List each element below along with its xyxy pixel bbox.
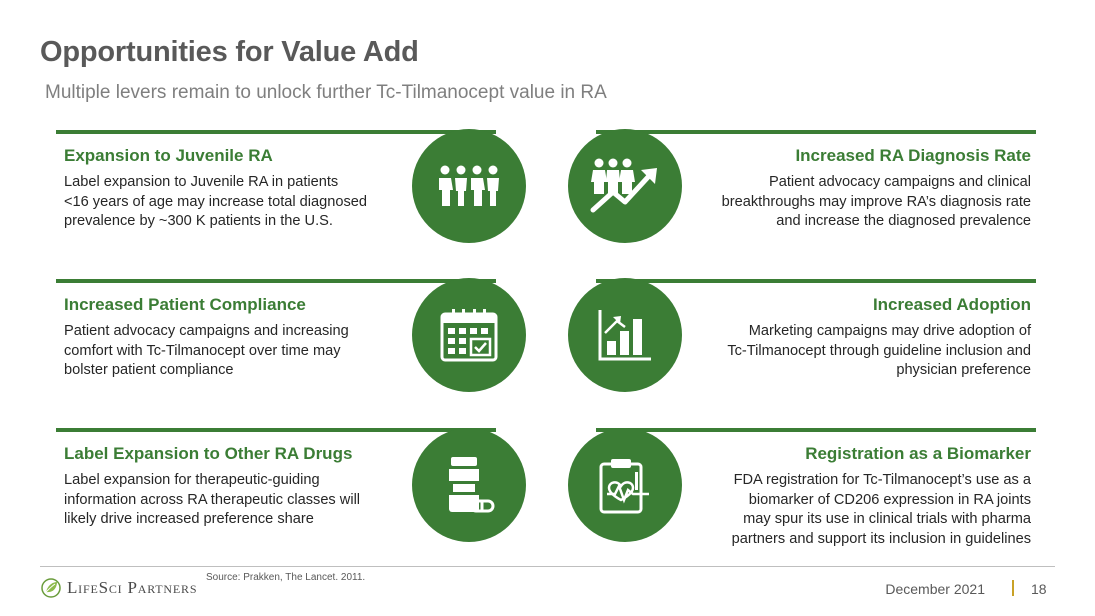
card-body: FDA registration for Tc-Tilmanocept’s us… [732,471,1031,549]
card-body: Patient advocacy campaigns and increasin… [64,322,349,381]
card-patient-compliance: Increased Patient Compliance Patient adv… [56,279,496,399]
card-body-line: FDA registration for Tc-Tilmanocept’s us… [733,472,1031,488]
card-accent-bar [56,130,496,134]
card-body-line: Tc-Tilmanocept through guideline inclusi… [727,342,1031,359]
card-accent-bar [56,279,496,283]
card-juvenile-ra: Expansion to Juvenile RA Label expansion… [56,130,496,250]
clipboard-heartbeat-icon [568,428,682,542]
leaf-logo-icon [41,578,61,598]
card-body-line: Label expansion to Juvenile RA in patien… [64,174,339,190]
medicine-bottle-icon [412,428,526,542]
source-note: Source: Prakken, The Lancet. 2011. [206,572,366,583]
card-biomarker-registration: Registration as a Biomarker FDA registra… [596,428,1036,553]
card-body-line: <16 years of age may increase total diag… [64,193,368,210]
card-body: Patient advocacy campaigns and clinical … [722,173,1031,232]
family-group-icon [412,129,526,243]
bar-chart-growth-icon [568,278,682,392]
card-heading: Increased Adoption [872,295,1031,314]
card-body-line: Label expansion for therapeutic-guiding [64,472,320,488]
company-logo: LifeSci Partners [40,577,197,599]
card-body: Marketing campaigns may drive adoption o… [727,322,1031,381]
card-body-line: physician preference [896,362,1031,379]
people-growth-arrow-icon [568,129,682,243]
page-title: Opportunities for Value Add [40,36,419,68]
card-accent-bar [56,428,496,432]
card-heading: Label Expansion to Other RA Drugs [64,444,353,463]
card-body-line: partners and support its inclusion in gu… [731,530,1031,547]
card-accent-bar [596,279,1036,283]
card-body-line: and increase the diagnosed prevalence [776,213,1031,230]
card-body-line: Patient advocacy campaigns and increasin… [64,323,349,339]
calendar-check-icon [412,278,526,392]
card-body-line: bolster patient compliance [64,362,234,379]
page-number: 18 [1031,581,1047,597]
card-accent-bar [596,130,1036,134]
card-heading: Registration as a Biomarker [805,444,1031,463]
card-body-line: may spur its use in clinical trials with… [743,511,1031,528]
card-diagnosis-rate: Increased RA Diagnosis Rate Patient advo… [596,130,1036,250]
card-body-line: breakthroughs may improve RA’s diagnosis… [721,193,1031,210]
card-body-line: Patient advocacy campaigns and clinical [768,174,1031,190]
footer-divider [40,566,1055,567]
card-body: Label expansion to Juvenile RA in patien… [64,173,367,232]
card-heading: Increased RA Diagnosis Rate [795,146,1031,165]
card-body-line: information across RA therapeutic classe… [64,491,361,508]
card-body-line: likely drive increased preference share [64,511,314,528]
card-body-line: Marketing campaigns may drive adoption o… [748,323,1031,339]
card-other-ra-drugs: Label Expansion to Other RA Drugs Label … [56,428,496,548]
card-body: Label expansion for therapeutic-guiding … [64,471,360,530]
card-body-line: prevalence by ~300 K patients in the U.S… [64,213,333,230]
card-body-line: biomarker of CD206 expression in RA join… [748,491,1031,508]
page-subtitle: Multiple levers remain to unlock further… [45,82,607,103]
card-heading: Expansion to Juvenile RA [64,146,273,165]
card-increased-adoption: Increased Adoption Marketing campaigns m… [596,279,1036,399]
logo-wordmark: LifeSci Partners [67,578,198,597]
footer-separator [1012,580,1014,596]
footer-date: December 2021 [885,581,985,597]
card-accent-bar [596,428,1036,432]
card-heading: Increased Patient Compliance [64,295,306,314]
card-body-line: comfort with Tc-Tilmanocept over time ma… [64,342,341,359]
